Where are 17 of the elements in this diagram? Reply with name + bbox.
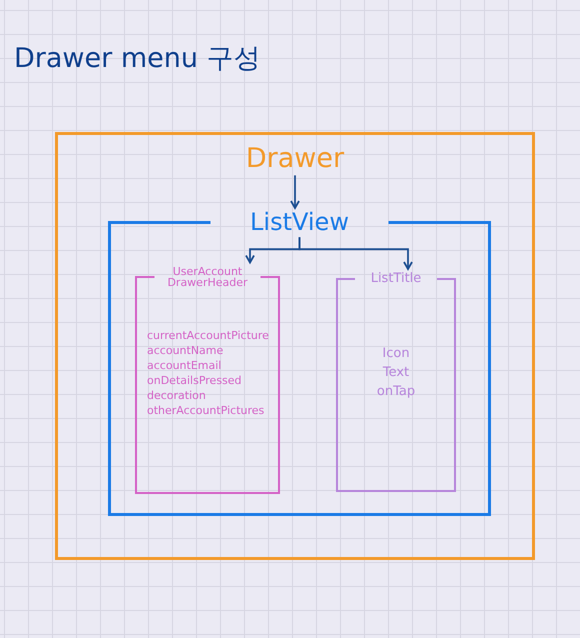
property-text: decoration (147, 388, 207, 403)
title: Drawer menu 구성 (14, 42, 261, 76)
arrow (298, 237, 413, 270)
drawer-box (55, 132, 535, 560)
property-text: otherAccountPictures (147, 403, 266, 418)
property-text: Icon (381, 345, 411, 363)
property-text: currentAccountPicture (147, 328, 269, 343)
box-title: UserAccount DrawerHeader (166, 266, 249, 289)
property-text: accountName (147, 343, 224, 358)
box-title: ListTitle (370, 272, 422, 286)
box-title: ListView (249, 210, 350, 236)
property-text: accountEmail (147, 358, 222, 373)
property-text: onTap (376, 383, 416, 401)
property-text: Text (382, 364, 410, 382)
arrow (290, 175, 300, 209)
property-text: onDetailsPressed (147, 373, 243, 388)
box-title: Drawer (244, 145, 346, 174)
